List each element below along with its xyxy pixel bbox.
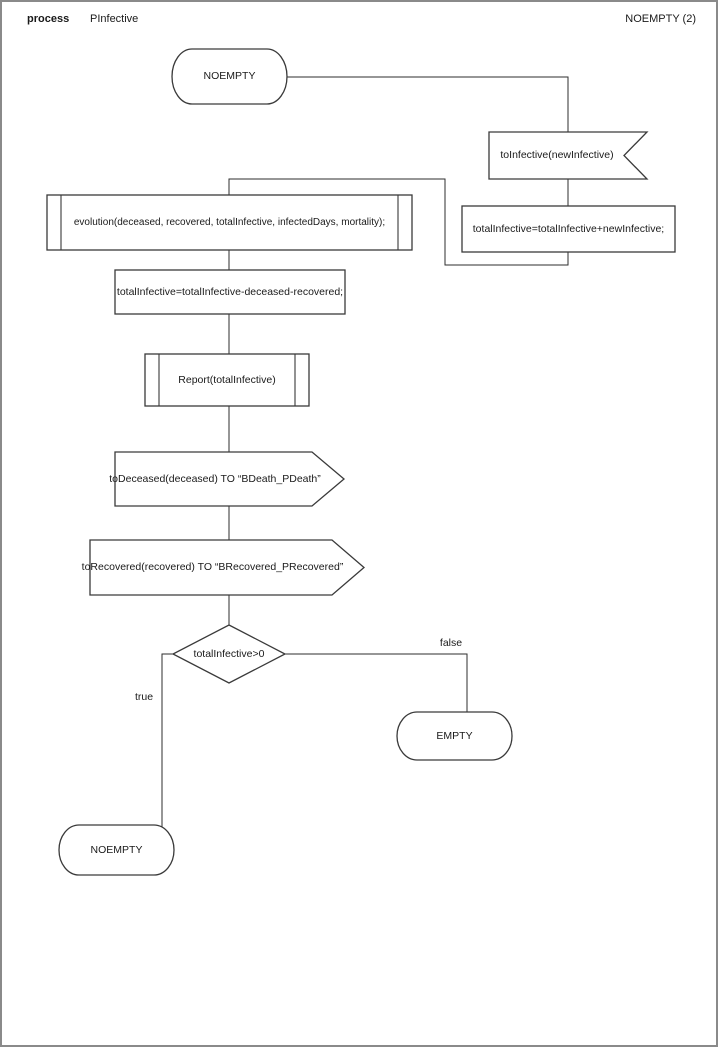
- connector-false-branch: [285, 653, 468, 714]
- state-node-end-noempty: [58, 824, 175, 876]
- process-keyword-label: process: [27, 13, 70, 25]
- decision-node-totalinfective: [171, 624, 287, 684]
- output-node-todeceased: [114, 451, 346, 507]
- diagram-nodes: [46, 48, 676, 876]
- state-node-start-noempty: [171, 48, 288, 105]
- connector-lines: [161, 76, 569, 827]
- state-node-empty: [396, 711, 513, 761]
- connector-task-add-to-evolution: [228, 178, 569, 266]
- page-state-label: NOEMPTY (2): [625, 13, 696, 25]
- connector-start-to-input: [287, 76, 569, 132]
- procedure-node-evolution: [46, 194, 413, 251]
- procedure-node-report: [144, 353, 310, 407]
- input-node-toinfective: [488, 131, 649, 180]
- task-node-add-infective: [461, 205, 676, 253]
- task-node-subtract: [114, 269, 346, 315]
- output-node-torecovered: [89, 539, 365, 596]
- connector-true-branch: [161, 653, 173, 827]
- process-name-label: PInfective: [90, 13, 139, 25]
